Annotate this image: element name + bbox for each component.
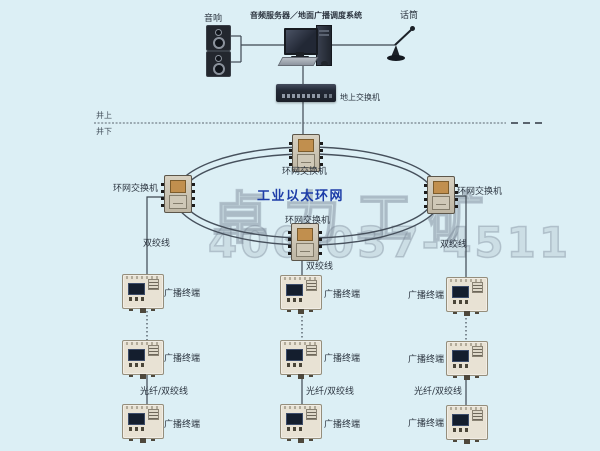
server-tower-icon bbox=[316, 25, 332, 66]
terminal-label: 广播终端 bbox=[408, 355, 445, 365]
terminal-vents bbox=[450, 343, 484, 346]
terminal-label: 广播终端 bbox=[324, 290, 361, 300]
terminal-buttons bbox=[453, 300, 470, 304]
ring-switch-left bbox=[161, 175, 195, 213]
microphone-icon bbox=[387, 26, 415, 61]
ring-switch-right-label: 环网交换机 bbox=[457, 187, 503, 197]
fiber-label-left: 光纤/双绞线 bbox=[140, 387, 189, 397]
terminal-screen bbox=[452, 350, 469, 362]
terminal-label: 广播终端 bbox=[164, 354, 201, 364]
terminal-screen bbox=[452, 414, 469, 426]
ring-switch-top-label: 环网交换机 bbox=[282, 167, 328, 177]
ring-title: 工业以太环网 bbox=[257, 189, 345, 204]
ring-switch-top bbox=[289, 134, 323, 172]
terminal-buttons bbox=[453, 428, 470, 432]
server-monitor-stand bbox=[296, 52, 304, 57]
ring-switch-panel bbox=[169, 195, 187, 209]
terminal-speaker-grille bbox=[306, 409, 317, 420]
server-label: 音频服务器／地面广播调度系统 bbox=[250, 11, 362, 20]
ring-switch-bottom bbox=[288, 223, 322, 261]
terminal-screen bbox=[286, 349, 303, 361]
ring-switch-tag bbox=[170, 180, 186, 193]
terminal-vents bbox=[284, 406, 318, 409]
ring-switch-right bbox=[424, 176, 458, 214]
twisted-pair-label-left: 双绞线 bbox=[143, 239, 171, 249]
terminal-vents bbox=[126, 406, 160, 409]
ring-switch-bottom-label: 环网交换机 bbox=[285, 216, 331, 226]
terminal-screen bbox=[128, 413, 145, 425]
terminal-screen bbox=[128, 349, 145, 361]
terminal-screen bbox=[286, 413, 303, 425]
terminal-screen bbox=[452, 286, 469, 298]
terminal-speaker-grille bbox=[306, 280, 317, 291]
terminal-buttons bbox=[129, 427, 146, 431]
terminal-speaker-grille bbox=[472, 282, 483, 293]
terminal-vents bbox=[284, 277, 318, 280]
terminal-buttons bbox=[287, 298, 304, 302]
terminal-vents bbox=[450, 279, 484, 282]
broadcast-terminal bbox=[446, 341, 488, 380]
broadcast-terminal bbox=[122, 340, 164, 379]
terminal-label: 广播终端 bbox=[324, 420, 361, 430]
terminal-buttons bbox=[129, 363, 146, 367]
terminal-buttons bbox=[287, 427, 304, 431]
fiber-label-right: 光纤/双绞线 bbox=[414, 387, 463, 397]
terminal-speaker-grille bbox=[148, 279, 159, 290]
terminal-speaker-grille bbox=[306, 345, 317, 356]
terminal-label: 广播终端 bbox=[164, 420, 201, 430]
ring-switch-tag bbox=[433, 181, 449, 194]
above-shaft-label: 井上 bbox=[96, 111, 112, 120]
terminal-screen bbox=[286, 284, 303, 296]
broadcast-terminal bbox=[280, 340, 322, 379]
server-monitor-icon bbox=[284, 28, 318, 55]
twisted-pair-label-right: 双绞线 bbox=[440, 240, 468, 250]
broadcast-terminal bbox=[122, 274, 164, 313]
fiber-label-mid: 光纤/双绞线 bbox=[306, 387, 355, 397]
terminal-buttons bbox=[453, 364, 470, 368]
left-drop-line bbox=[146, 196, 166, 274]
terminal-vents bbox=[126, 342, 160, 345]
right-drop-line bbox=[451, 195, 467, 277]
ring-switch-panel bbox=[432, 196, 450, 210]
broadcast-terminal bbox=[280, 404, 322, 443]
broadcast-terminal bbox=[446, 277, 488, 316]
ring-switch-panel bbox=[297, 154, 315, 168]
broadcast-terminal bbox=[122, 404, 164, 443]
terminal-vents bbox=[126, 276, 160, 279]
server-mouse-icon bbox=[321, 61, 328, 66]
speakers-label: 音响 bbox=[204, 14, 223, 24]
ring-switch-left-label: 环网交换机 bbox=[113, 184, 159, 194]
terminal-buttons bbox=[129, 297, 146, 301]
terminal-buttons bbox=[287, 363, 304, 367]
speaker-icon bbox=[206, 51, 231, 77]
server-keyboard-icon bbox=[277, 57, 319, 66]
speaker-icon bbox=[206, 25, 231, 51]
below-shaft-label: 井下 bbox=[96, 127, 112, 136]
ground-switch-device bbox=[276, 84, 336, 102]
broadcast-terminal bbox=[280, 275, 322, 314]
terminal-label: 广播终端 bbox=[164, 289, 201, 299]
terminal-screen bbox=[128, 283, 145, 295]
twisted-pair-label-mid: 双绞线 bbox=[306, 262, 334, 272]
mic-label: 话筒 bbox=[400, 11, 419, 21]
terminal-vents bbox=[284, 342, 318, 345]
broadcast-terminal bbox=[446, 405, 488, 444]
ring-switch-tag bbox=[297, 228, 313, 241]
ring-switch-tag bbox=[298, 139, 314, 152]
ring-switch-panel bbox=[296, 243, 314, 257]
terminal-label: 广播终端 bbox=[324, 354, 361, 364]
terminal-label: 广播终端 bbox=[408, 291, 445, 301]
terminal-vents bbox=[450, 407, 484, 410]
terminal-label: 广播终端 bbox=[408, 419, 445, 429]
terminal-speaker-grille bbox=[148, 409, 159, 420]
terminal-speaker-grille bbox=[472, 346, 483, 357]
ground-switch-label: 地上交换机 bbox=[340, 93, 380, 102]
terminal-speaker-grille bbox=[148, 345, 159, 356]
terminal-speaker-grille bbox=[472, 410, 483, 421]
